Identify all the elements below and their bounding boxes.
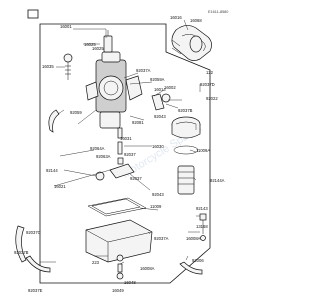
callout-label: 16048 <box>124 280 136 285</box>
callout-label: 16030 <box>152 144 164 149</box>
adjuster-screw <box>63 53 73 80</box>
callout-label: 16002 <box>164 85 176 90</box>
spring-housing <box>177 165 195 195</box>
float-bowl <box>85 219 153 263</box>
screw-right <box>199 213 207 241</box>
callout-label: 92037C <box>26 230 41 235</box>
callout-label: 92037D <box>200 82 215 87</box>
callout-label: 16031 <box>120 136 132 141</box>
callout-label: 92037A <box>136 68 151 73</box>
callout-label: 16025 <box>84 42 96 47</box>
callout-label: 92059A <box>150 77 165 82</box>
intake-boot <box>171 25 212 61</box>
float-chamber-cap <box>171 116 201 139</box>
callout-label: 16025 <box>92 46 104 51</box>
callout-labels: 16001 16025 16035 92037A 92059A 16016 16… <box>14 15 225 293</box>
callout-label: 92064A <box>90 146 105 151</box>
callout-label: 16008A <box>186 236 201 241</box>
callout-label: 92037B <box>14 250 29 255</box>
callout-label: 16021 <box>54 184 66 189</box>
callout-label: 16001 <box>60 24 72 29</box>
carburetor-exploded-diagram: E1611-8580 Motorcycle Spares <box>14 9 228 293</box>
callout-label: 92081 <box>132 120 144 125</box>
callout-label: 16049 <box>112 288 124 293</box>
callout-label: 92063A <box>96 154 111 159</box>
callout-label: 92022 <box>206 96 218 101</box>
callout-label: 16014 <box>154 87 166 92</box>
callout-label: 92143 <box>196 206 208 211</box>
callout-label: 92006 <box>192 258 204 263</box>
callout-label: 16035 <box>42 64 54 69</box>
callout-label: 11009A <box>196 148 210 153</box>
drain-hose <box>15 225 51 273</box>
choke-plunger <box>151 93 171 111</box>
reference-code: E1611-8580 <box>208 10 228 14</box>
carburetor-body <box>85 51 143 129</box>
drain-plug <box>116 263 124 280</box>
vent-hose-left <box>48 109 60 133</box>
callout-label: 92037B <box>178 108 193 113</box>
callout-label: 16008A <box>140 266 155 271</box>
leader-lines <box>40 19 201 265</box>
float-bowl-gasket <box>87 197 147 217</box>
callout-label: 122 <box>206 70 214 75</box>
o-ring <box>173 145 199 155</box>
callout-label: 92144A <box>210 178 225 183</box>
callout-label: 92144 <box>46 168 58 173</box>
slide-assembly <box>103 30 113 53</box>
callout-label: 92037 <box>130 176 142 181</box>
callout-label: 16016 <box>170 15 182 20</box>
callout-label: 13168 <box>196 224 208 229</box>
callout-label: 92037E <box>28 288 43 293</box>
callout-label: 223 <box>92 260 100 265</box>
callout-label: 92037A <box>154 236 169 241</box>
callout-label: 92059 <box>70 110 82 115</box>
callout-label: 92043 <box>152 192 164 197</box>
callout-label: 92043 <box>154 114 166 119</box>
callout-label: 16068 <box>190 18 202 23</box>
main-frame <box>39 23 211 284</box>
callout-label: 11009 <box>150 204 162 209</box>
jet-set <box>95 127 135 181</box>
sub-frame <box>27 9 39 19</box>
hose-right <box>179 261 203 275</box>
callout-label: 92037 <box>124 152 136 157</box>
